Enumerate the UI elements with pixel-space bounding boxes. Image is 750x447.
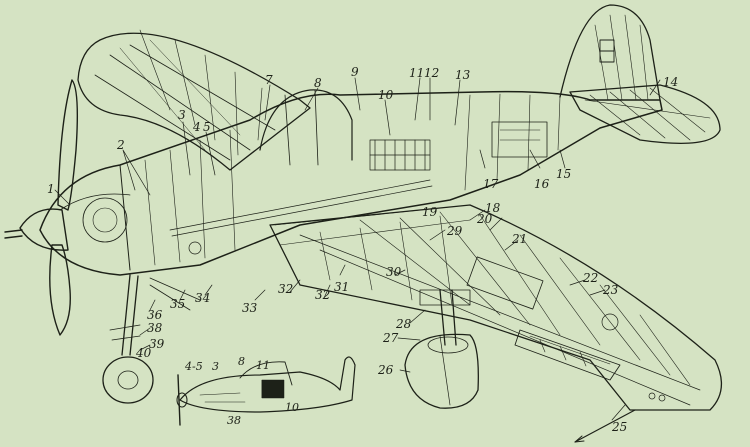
callout-29: 29 — [447, 224, 463, 238]
callout-8: 8 — [314, 76, 322, 90]
callout-32-b: 32 — [315, 288, 331, 302]
inset-callout-11: 11 — [256, 359, 270, 372]
callout-39: 39 — [149, 337, 165, 351]
callout-34: 34 — [195, 291, 211, 305]
leader-lines — [54, 77, 661, 421]
inset-callout-10: 10 — [285, 401, 299, 414]
tail-fin — [559, 4, 661, 101]
callout-38: 38 — [147, 321, 163, 335]
fuselage — [39, 89, 663, 306]
propeller — [4, 79, 79, 336]
callout-33: 33 — [242, 301, 258, 315]
callout-32-a: 32 — [278, 282, 294, 296]
callout-25: 25 — [612, 420, 628, 434]
callout-11: 11 — [409, 66, 425, 80]
drop-tank — [404, 333, 479, 409]
right-wing — [269, 204, 722, 411]
callout-1: 1 — [47, 182, 55, 196]
left-wing — [77, 29, 311, 171]
nose-gear — [419, 289, 471, 354]
landing-gear — [102, 274, 201, 404]
pitot-tube — [574, 409, 636, 443]
callout-26: 26 — [378, 363, 394, 377]
callout-18: 18 — [485, 201, 501, 215]
callout-5: 5 — [203, 120, 211, 134]
stabilizer — [569, 84, 721, 144]
inset-callout-4-5: 4-5 — [185, 360, 203, 373]
inset-callout-8: 8 — [238, 355, 245, 368]
callout-10: 10 — [378, 88, 394, 102]
callout-13: 13 — [455, 68, 471, 82]
inset-callout-3: 3 — [212, 360, 219, 373]
callout-36: 36 — [147, 308, 163, 322]
callout-12: 12 — [424, 66, 440, 80]
callout-40: 40 — [136, 346, 152, 360]
callout-7: 7 — [265, 73, 273, 87]
callout-35: 35 — [170, 297, 186, 311]
callout-27: 27 — [383, 331, 399, 345]
callout-15: 15 — [556, 167, 572, 181]
callout-21: 21 — [512, 232, 528, 246]
callout-19: 19 — [422, 205, 438, 219]
callout-16: 16 — [534, 177, 550, 191]
inset-side-view — [176, 356, 356, 426]
callout-9: 9 — [351, 65, 359, 79]
callout-4: 4 — [193, 120, 201, 134]
pitot-tip — [574, 435, 585, 443]
callout-17: 17 — [483, 177, 499, 191]
callout-30: 30 — [386, 265, 402, 279]
inset-callout-38: 38 — [227, 414, 241, 427]
callout-3: 3 — [178, 108, 186, 122]
callout-28: 28 — [396, 317, 412, 331]
callout-14: 14 — [663, 75, 679, 89]
callout-23: 23 — [603, 283, 619, 297]
callout-2: 2 — [117, 138, 125, 152]
callout-31: 31 — [334, 280, 350, 294]
callout-20: 20 — [477, 212, 493, 226]
callout-22: 22 — [583, 271, 599, 285]
